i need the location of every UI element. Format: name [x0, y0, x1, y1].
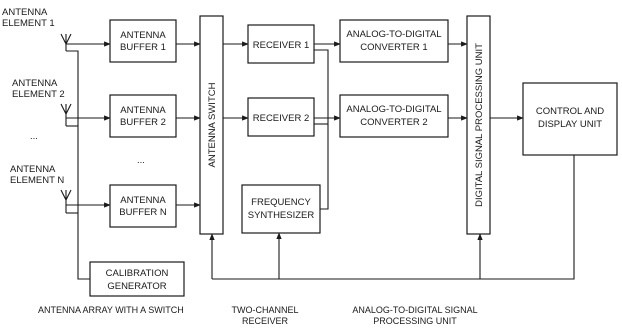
control-display-unit-line2: DISPLAY UNIT [538, 119, 602, 130]
antenna-1-icon [60, 33, 72, 51]
dsp-unit-label: DIGITAL SIGNAL PROCESSING UNIT [474, 43, 485, 207]
caption-receiver-line2: RECEIVER [242, 316, 289, 326]
adc-1-box [339, 19, 449, 63]
adc-1-line1: ANALOG-TO-DIGITAL [346, 29, 441, 40]
antenna-buffer-1-line1: ANTENNA [120, 30, 166, 41]
buffer-ellipsis: ... [137, 155, 145, 166]
calibration-generator-line2: GENERATOR [107, 281, 166, 292]
calibration-generator-box [89, 261, 185, 297]
control-bus [212, 155, 575, 280]
caption-adc-line2: PROCESSING UNIT [373, 316, 457, 326]
antenna-buffer-n-line1: ANTENNA [120, 195, 166, 206]
antenna-buffer-2-box [109, 94, 177, 138]
antenna-switch-label: ANTENNA SWITCH [207, 82, 218, 167]
calibration-generator-line1: CALIBRATION [106, 268, 169, 279]
antenna-buffer-n-line2: BUFFER N [119, 207, 167, 218]
adc-2-line2: CONVERTER 2 [360, 117, 427, 128]
caption-antenna-array: ANTENNA ARRAY WITH A SWITCH [38, 305, 184, 315]
antenna-n-label-line2: ELEMENT N [10, 175, 64, 186]
frequency-synthesizer-line2: SYNTHESIZER [248, 210, 315, 221]
antenna-buffer-2-line2: BUFFER 2 [120, 117, 166, 128]
antenna-ellipsis: ... [30, 131, 38, 142]
control-display-unit-box [522, 82, 618, 156]
antenna-1-label-line1: ANTENNA [2, 7, 48, 18]
adc-2-line1: ANALOG-TO-DIGITAL [346, 104, 441, 115]
control-display-unit-line1: CONTROL AND [536, 106, 604, 117]
antenna-buffer-1-box [109, 19, 177, 63]
calibration-bus [66, 50, 90, 280]
antenna-n-icon [60, 189, 72, 213]
frequency-synthesizer-box [241, 184, 321, 234]
antenna-2-icon [60, 103, 72, 126]
antenna-buffer-1-line2: BUFFER 1 [120, 42, 166, 53]
caption-receiver-line1: TWO-CHANNEL [232, 305, 299, 315]
antenna-n-label-line1: ANTENNA [10, 164, 56, 175]
receiver-2-label: RECEIVER 2 [253, 113, 310, 124]
receiver-2-box [247, 97, 315, 137]
antenna-buffer-n-box [109, 184, 177, 228]
antenna-1-label-line2: ELEMENT 1 [2, 18, 55, 29]
frequency-synthesizer-line1: FREQUENCY [251, 197, 311, 208]
antenna-buffer-2-line1: ANTENNA [120, 105, 166, 116]
synthesizer-lo-line [314, 49, 329, 210]
adc-2-box [339, 94, 449, 138]
antenna-2-label-line1: ANTENNA [12, 78, 58, 89]
adc-1-line2: CONVERTER 1 [360, 42, 427, 53]
antenna-2-label-line2: ELEMENT 2 [12, 89, 65, 100]
caption-adc-line1: ANALOG-TO-DIGITAL SIGNAL [352, 305, 477, 315]
receiver-1-label: RECEIVER 1 [253, 40, 310, 51]
